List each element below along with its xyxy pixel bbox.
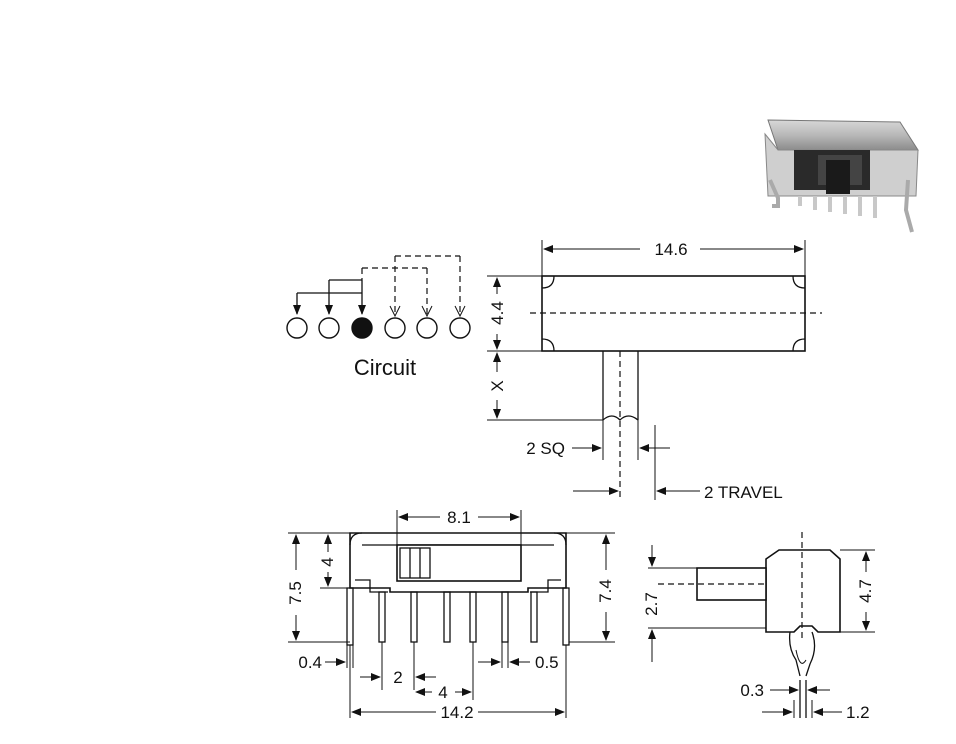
pin-width: 0.5 (535, 653, 559, 672)
right-height: 7.4 (596, 579, 615, 603)
height-dimension: 4.4 (488, 301, 507, 325)
travel-dimension: 2 TRAVEL (704, 483, 783, 502)
inner-height: 4 (318, 557, 337, 566)
pin-pitch: 2 (393, 668, 402, 687)
circuit-pin (384, 317, 406, 339)
top-view: 14.6 4.4 X 2 SQ 2 TRAVEL (487, 240, 822, 502)
circuit-pin (318, 317, 340, 339)
body-height: 4.7 (856, 579, 875, 603)
actuator-size: 2 SQ (526, 439, 565, 458)
circuit-pin (286, 317, 308, 339)
circuit-diagram: Circuit (286, 255, 471, 380)
product-photo (764, 119, 919, 233)
circuit-label: Circuit (354, 355, 416, 380)
circuit-pin (449, 317, 471, 339)
pin-thickness: 0.4 (298, 653, 322, 672)
side-view: 2.7 4.7 0.3 1.2 (642, 532, 875, 722)
front-view: 8.1 7.5 4 7.4 0.4 2 4 (286, 508, 615, 722)
side-pin-thickness: 0.3 (740, 681, 764, 700)
side-pin-span: 1.2 (846, 703, 870, 722)
total-height: 7.5 (286, 581, 305, 605)
actuator-height: 2.7 (642, 592, 661, 616)
width-dimension: 14.6 (654, 240, 687, 259)
pin-spacing: 4 (438, 683, 447, 702)
circuit-pin (351, 317, 373, 339)
slot-width: 8.1 (447, 508, 471, 527)
x-dimension: X (488, 380, 507, 391)
circuit-pin (416, 317, 438, 339)
overall-width: 14.2 (440, 703, 473, 722)
